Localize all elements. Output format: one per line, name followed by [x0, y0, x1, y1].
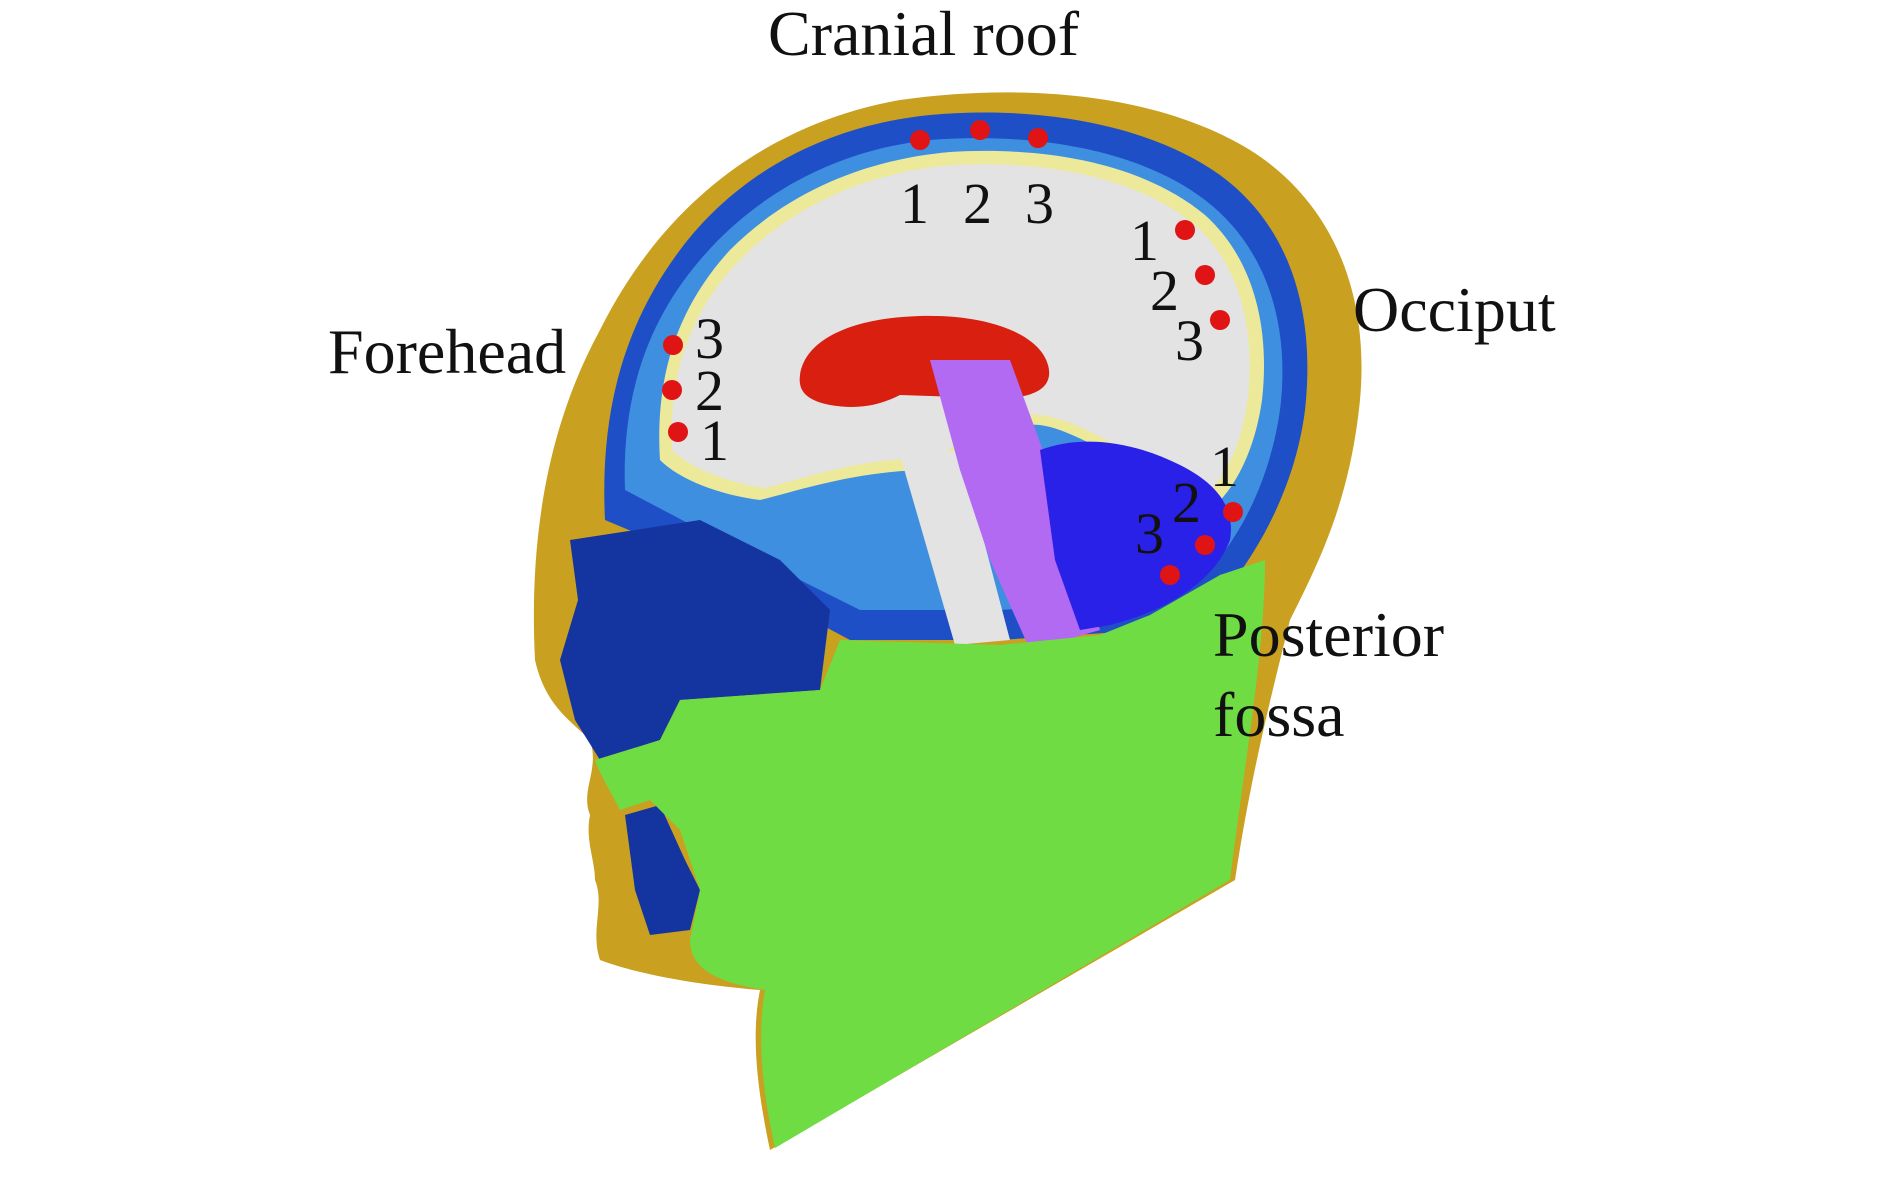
electrode-fossa-2 — [1195, 535, 1215, 555]
electrodes — [662, 120, 1243, 585]
label-forehead: Forehead — [328, 316, 567, 387]
electrode-fossa-1 — [1223, 502, 1243, 522]
label-posterior-fossa-line2: fossa — [1213, 679, 1345, 750]
num-cranial-2: 2 — [963, 171, 992, 236]
electrode-forehead-1 — [668, 422, 688, 442]
num-fossa-3: 3 — [1135, 501, 1164, 566]
soft-tissue — [595, 560, 1265, 1148]
num-cranial-3: 3 — [1025, 171, 1054, 236]
nasal-cavity — [560, 520, 830, 760]
brainstem — [930, 360, 1100, 650]
electrode-occiput-1 — [1175, 220, 1195, 240]
brain-stalk — [900, 450, 1010, 645]
electrode-fossa-3 — [1160, 565, 1180, 585]
electrode-occiput-3 — [1210, 310, 1230, 330]
electrode-occiput-2 — [1195, 265, 1215, 285]
num-forehead-3: 3 — [695, 306, 724, 371]
electrode-cranial-3 — [1028, 128, 1048, 148]
num-fossa-1: 1 — [1210, 434, 1239, 499]
num-cranial-1: 1 — [900, 171, 929, 236]
electrode-cranial-1 — [910, 130, 930, 150]
electrode-forehead-3 — [663, 335, 683, 355]
oral-cavity — [625, 805, 700, 935]
num-occiput-1: 1 — [1130, 208, 1159, 273]
num-forehead-2: 2 — [695, 358, 724, 423]
num-fossa-2: 2 — [1172, 470, 1201, 535]
num-occiput-3: 3 — [1175, 308, 1204, 373]
label-cranial-roof: Cranial roof — [768, 0, 1079, 69]
num-occiput-2: 2 — [1150, 258, 1179, 323]
num-forehead-1: 1 — [700, 408, 729, 473]
cerebellum — [1040, 441, 1231, 630]
electrode-forehead-2 — [662, 380, 682, 400]
electrode-cranial-2 — [970, 120, 990, 140]
label-posterior-fossa-line1: Posterior — [1213, 599, 1445, 670]
label-occiput: Occiput — [1353, 274, 1556, 345]
